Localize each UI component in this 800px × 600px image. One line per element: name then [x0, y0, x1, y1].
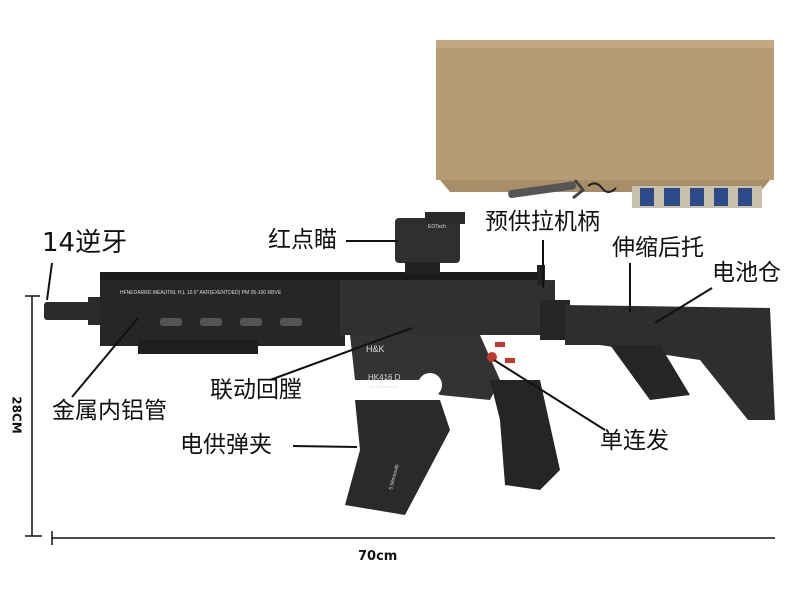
logo-engraving: H&K [366, 344, 385, 354]
label-muzzle-thread: 14逆牙 [42, 228, 128, 258]
label-stock: 伸缩后托 [612, 235, 704, 261]
muzzle-device [44, 302, 94, 320]
lower-receiver [350, 335, 500, 400]
label-charging-handle: 预供拉机柄 [485, 209, 600, 235]
upper-receiver [340, 280, 555, 335]
handguard [100, 276, 345, 346]
label-fire-mode: 单连发 [600, 428, 669, 454]
rifle: HFNEDARRD.MEAUTRL H,L 10.5" AKR(EXENTDED… [44, 212, 775, 515]
magazine [345, 400, 450, 515]
label-red-dot: 红点瞄 [268, 227, 337, 253]
length-dimension: 70cm [358, 549, 398, 564]
label-bolt: 联动回膛 [210, 377, 302, 403]
label-magazine: 电供弹夹 [180, 432, 272, 458]
pistol-grip [490, 380, 560, 490]
top-rail [100, 272, 545, 280]
accessories [508, 179, 762, 208]
red-dot-sight [395, 218, 460, 263]
sight-engraving: EOTech [428, 224, 446, 230]
packaging-box [436, 40, 774, 192]
label-battery: 电池仓 [712, 260, 781, 286]
height-dimension: 28CM [9, 396, 24, 434]
dimension-lines [25, 295, 775, 545]
label-handguard: 金属内铝管 [52, 398, 167, 424]
caliber-engraving: Cal. 5.56mmx45 [368, 384, 398, 389]
rail-engraving: HFNEDARRD.MEAUTRL H,L 10.5" AKR(EXENTDED… [120, 290, 282, 296]
leader-lines [46, 240, 713, 448]
stock [565, 305, 775, 420]
model-engraving: HK416 D [368, 373, 401, 382]
